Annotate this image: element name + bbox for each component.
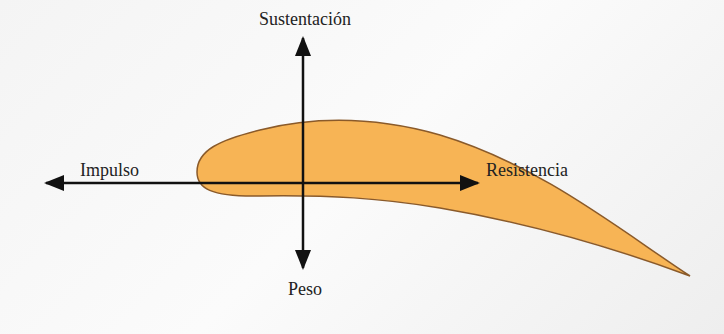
drag-label: Resistencia	[486, 161, 568, 181]
thrust-label: Impulso	[80, 161, 139, 181]
vertical-force-arrow	[302, 38, 305, 268]
weight-label: Peso	[288, 280, 322, 300]
horizontal-force-arrow	[46, 182, 478, 185]
lift-label: Sustentación	[259, 10, 351, 30]
airfoil-shape	[197, 120, 690, 276]
